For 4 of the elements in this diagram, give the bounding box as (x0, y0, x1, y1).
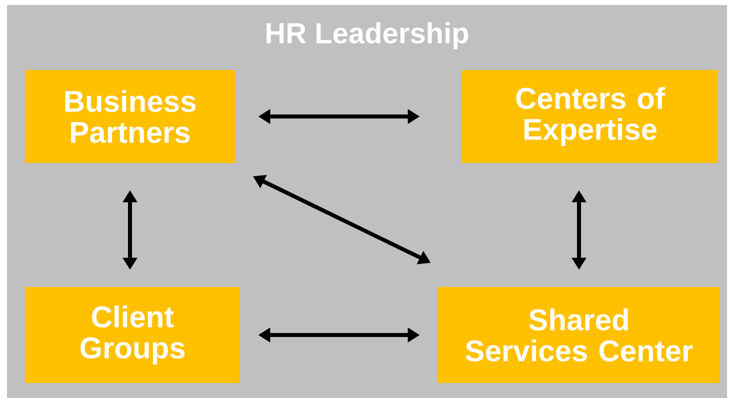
process-box: Shared Services Center (438, 287, 720, 383)
process-box: Centers of Expertise (462, 70, 718, 163)
process-box: Client Groups (25, 287, 240, 383)
process-box: Business Partners (25, 70, 235, 163)
